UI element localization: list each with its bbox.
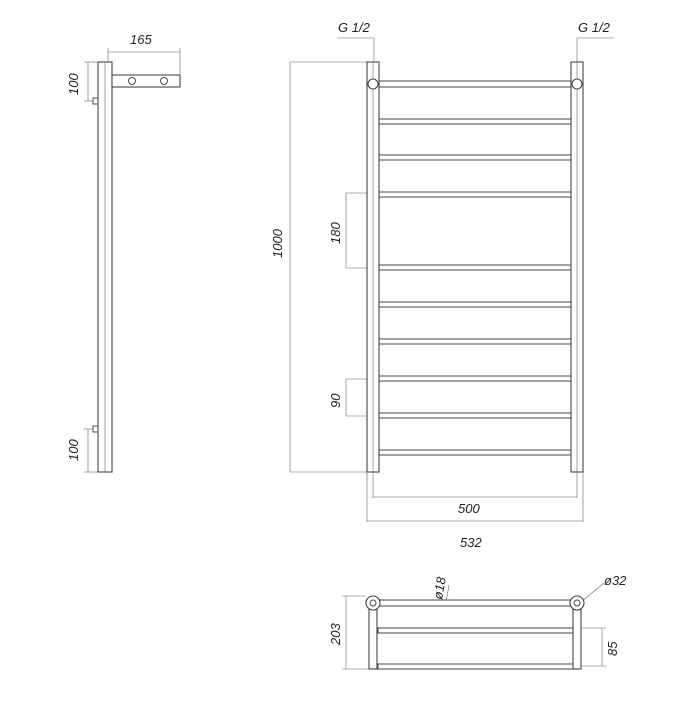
cross-bar-1 [377, 80, 575, 88]
dim-spacing-90: 90 [328, 393, 343, 408]
dim-depth-165: 165 [130, 32, 152, 47]
top-right-pipe-circle [569, 595, 585, 611]
top-bar-2 [377, 627, 578, 634]
right-connection-label: G 1/2 [578, 20, 611, 35]
cross-bar-10 [377, 449, 575, 456]
cross-bar-8 [377, 375, 575, 382]
cross-bar-7 [377, 338, 575, 345]
top-bar-1 [372, 599, 578, 607]
cross-bar-2 [377, 118, 575, 125]
dim-spacing-180: 180 [328, 222, 343, 244]
front-view: G 1/2 G 1/2 1000 180 90 [270, 20, 614, 550]
cross-bar-4 [377, 191, 575, 198]
dim-top-100: 100 [66, 73, 81, 95]
dim-height-1000: 1000 [270, 228, 285, 258]
cross-bar-3 [377, 154, 575, 161]
dim-total-203: 203 [328, 623, 343, 646]
dim-bottom-100: 100 [66, 439, 81, 461]
dim-shelf-85: 85 [605, 641, 620, 656]
front-cross-bars [377, 80, 575, 456]
right-cap [571, 78, 583, 90]
dim-bar-diameter: ø18 [430, 575, 449, 600]
dim-overall-532: 532 [460, 535, 482, 550]
cross-bar-5 [377, 264, 575, 271]
top-left-pipe-circle [365, 595, 381, 611]
side-bar-hole-2 [160, 77, 168, 85]
left-cap [367, 78, 379, 90]
top-bar-3 [377, 663, 578, 670]
top-right-rail [572, 602, 582, 670]
cross-bar-6 [377, 301, 575, 308]
side-bar-hole-1 [128, 77, 136, 85]
left-connection-label: G 1/2 [338, 20, 371, 35]
side-top-bar [111, 74, 181, 88]
cross-bar-9 [377, 412, 575, 419]
dim-center-500: 500 [458, 501, 480, 516]
side-view: 165 100 100 [66, 32, 181, 473]
top-left-rail [368, 602, 378, 670]
top-view: ø18 ø32 203 85 [328, 573, 627, 670]
dim-pipe-diameter: ø32 [604, 573, 627, 588]
